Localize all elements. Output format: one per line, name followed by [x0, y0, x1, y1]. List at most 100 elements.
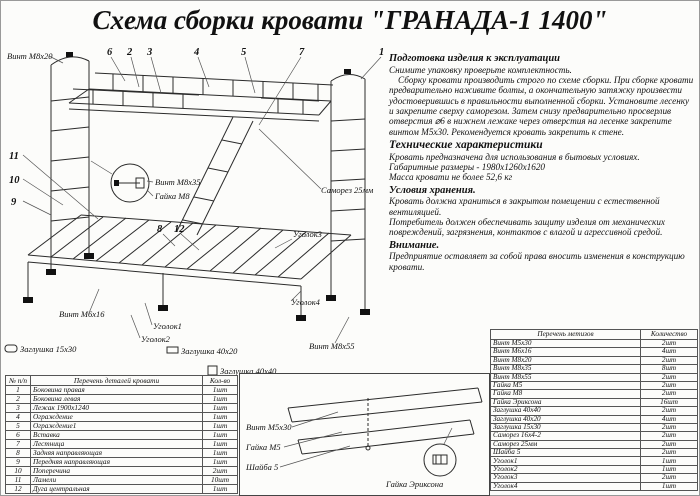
- hardware-name-cell: Винт М8х20: [490, 355, 641, 366]
- callout-10: 10: [9, 175, 20, 186]
- part-number-cell: 9: [5, 457, 31, 467]
- part-name-cell: Лежак 1900х1240: [30, 403, 203, 413]
- hardware-name-cell: Винт М5х30: [490, 338, 641, 349]
- tech-line-3: Масса кровати не более 52,6 кг: [389, 172, 513, 183]
- label-shaiba-5: Шайба 5: [245, 462, 278, 472]
- ladder: [176, 116, 254, 236]
- hardware-row: Уголок4 1шт: [490, 481, 698, 492]
- hardware-row: Винт М6х16 4шт: [490, 347, 698, 357]
- label-vint-m8x35: Винт М8х35: [155, 177, 201, 187]
- hardware-qty-cell: 2шт: [640, 372, 698, 382]
- hardware-qty-cell: 2шт: [640, 431, 698, 441]
- tech-line-2: Габаритные размеры - 1980х1260х1620: [389, 162, 546, 172]
- part-number-cell: 4: [5, 412, 31, 422]
- hardware-row: Уголок1 1шт: [490, 456, 698, 466]
- label-zaglushka-40x40: Заглушка 40х40: [220, 366, 277, 376]
- part-qty-cell: 2шт: [202, 466, 238, 476]
- zaglushka-40x40-icon: [207, 365, 218, 376]
- hardware-name-cell: Гайка М5: [490, 380, 641, 391]
- hardware-name-cell: Винт М6х16: [490, 347, 641, 357]
- hardware-qty-cell: 16шт: [640, 397, 698, 408]
- part-name-cell: Ограждение: [30, 412, 203, 422]
- hardware-qty-cell: 1шт: [640, 464, 698, 475]
- hardware-qty-cell: 2шт: [640, 389, 698, 399]
- detail-rails: [287, 387, 483, 455]
- left-side-frame: [46, 52, 94, 275]
- warning-line-1: Предприятие оставляет за собой права вно…: [389, 251, 685, 272]
- hardware-header-name: Перечень метизов: [490, 329, 641, 340]
- callout-4: 4: [193, 47, 199, 58]
- hardware-name-cell: Гайка М8: [490, 389, 641, 399]
- label-vint-m8x20: Винт М8х20: [7, 51, 53, 61]
- prep-line-1: Снимите упаковку проверьте комплектность…: [389, 64, 572, 75]
- detail-labels: Винт М5х30 Гайка М5 Шайба 5 Гайка Эриксо…: [245, 411, 443, 489]
- eriksona-detail-circle: [423, 427, 457, 477]
- label-samorez-25: Саморез 25мм: [321, 185, 374, 195]
- hardware-qty-cell: 2шт: [640, 355, 698, 366]
- hardware-row: Гайка М5 2шт: [490, 380, 698, 391]
- part-row: 12 Дуга центральная 1шт: [5, 484, 238, 494]
- hardware-table: Перечень метизов Количество Винт М5х30 2…: [490, 329, 698, 492]
- lower-bed: [23, 214, 352, 321]
- storage-line-2: Потребитель должен обеспечивать защиту и…: [389, 216, 666, 238]
- part-row: 8 Задняя направляющая 1шт: [5, 448, 238, 458]
- ladder-mount-detail-drawing: Винт М5х30 Гайка М5 Шайба 5 Гайка Эриксо…: [245, 387, 483, 489]
- part-name-cell: Лестница: [30, 439, 203, 449]
- part-name-cell: Поперечина: [30, 466, 203, 476]
- warning-heading: Внимание.: [389, 239, 440, 251]
- part-name-cell: Ламели: [30, 475, 203, 485]
- part-number-cell: 11: [5, 475, 31, 485]
- label-vint-m5x30: Винт М5х30: [246, 422, 292, 432]
- part-number-cell: 5: [5, 421, 31, 431]
- part-row: 7 Лестница 1шт: [5, 439, 238, 449]
- storage-heading: Условия хранения.: [389, 184, 476, 196]
- parts-table-header-row: № п/п Перечень деталей кровати Кол-во: [5, 375, 238, 386]
- callout-9: 9: [11, 197, 17, 208]
- label-gaika-eriksona: Гайка Эриксона: [385, 479, 443, 489]
- part-number-cell: 12: [5, 484, 31, 494]
- part-row: 5 Ограждение1 1шт: [5, 421, 238, 431]
- part-row: 4 Ограждение 1шт: [5, 412, 238, 422]
- part-number-cell: 2: [5, 394, 31, 404]
- part-number-cell: 1: [5, 385, 31, 395]
- callout-6: 6: [107, 47, 113, 58]
- hardware-qty-cell: 4шт: [640, 414, 698, 424]
- hardware-labels: Винт М8х20 Винт М8х35 Гайка М8 Саморез 2…: [4, 51, 374, 376]
- callout-8: 8: [157, 224, 163, 235]
- hardware-row: Винт М5х30 2шт: [490, 338, 698, 349]
- parts-table: № п/п Перечень деталей кровати Кол-во 1 …: [5, 375, 238, 494]
- prep-line-2: Сборку кровати производить строго по схе…: [389, 75, 694, 137]
- label-ugolok1: Уголок1: [153, 321, 182, 331]
- hardware-qty-cell: 4шт: [640, 347, 698, 357]
- part-row: 6 Вставка 1шт: [5, 430, 238, 440]
- hardware-row: Гайка Эриксона 16шт: [490, 397, 698, 408]
- callout-7: 7: [299, 47, 305, 58]
- hardware-qty-cell: 2шт: [640, 338, 698, 349]
- hardware-name-cell: Заглушка 40х40: [490, 406, 641, 416]
- hardware-row: Заглушка 40х40 2шт: [490, 406, 698, 416]
- part-row: 10 Поперечина 2шт: [5, 466, 238, 476]
- callout-1: 1: [379, 47, 384, 58]
- prep-heading: Подготовка изделия к эксплуатации: [389, 53, 561, 64]
- hardware-name-cell: Заглушка 15х30: [490, 422, 641, 433]
- label-ugolok2: Уголок2: [141, 334, 171, 344]
- label-vint-m8x55: Винт М8х55: [309, 341, 355, 351]
- ladder-mount-detail-box: Винт М5х30 Гайка М5 Шайба 5 Гайка Эриксо…: [239, 373, 490, 496]
- callout-3: 3: [146, 47, 152, 58]
- part-name-cell: Задняя направляющая: [30, 448, 203, 458]
- instructions-column: Подготовка изделия к эксплуатации Снимит…: [389, 51, 695, 272]
- part-qty-cell: 1шт: [202, 430, 238, 440]
- hardware-row: Заглушка 40х20 4шт: [490, 414, 698, 424]
- part-qty-cell: 1шт: [202, 448, 238, 458]
- label-gaika-m5: Гайка М5: [245, 442, 281, 452]
- hardware-qty-cell: 2шт: [640, 473, 698, 483]
- label-zaglushka-40x20: Заглушка 40х20: [181, 346, 238, 356]
- storage-line-1: Кровать должна храниться в закрытом поме…: [389, 196, 660, 217]
- hardware-qty-cell: 2шт: [640, 448, 698, 458]
- parts-header-qty: Кол-во: [202, 375, 238, 386]
- hardware-row: Саморез 25мм 2шт: [490, 439, 698, 450]
- bed-assembly-diagram: 6 2 3 4 5 7 1 11 10 9 8 12 В: [4, 47, 384, 376]
- part-name-cell: Боковина левая: [30, 394, 203, 404]
- parts-header-name: Перечень деталей кровати: [30, 375, 203, 386]
